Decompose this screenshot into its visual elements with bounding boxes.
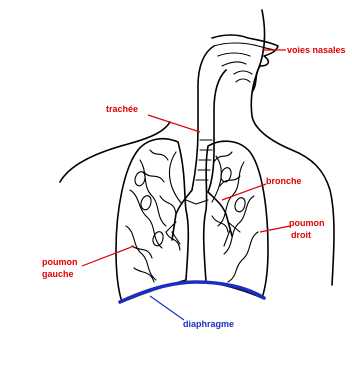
leader-poumon-droit bbox=[260, 226, 290, 232]
label-poumon-gauche-line2: gauche bbox=[42, 269, 74, 279]
leader-bronche bbox=[222, 184, 266, 200]
label-voies-nasales: voies nasales bbox=[287, 45, 346, 55]
label-poumon-droit-line1: poumon bbox=[289, 218, 325, 228]
leader-diaphragme bbox=[150, 296, 184, 320]
label-diaphragme: diaphragme bbox=[183, 319, 234, 329]
labels: voies nasales trachée bronche poumon dro… bbox=[42, 45, 346, 329]
label-poumon-gauche-line1: poumon bbox=[42, 257, 78, 267]
leader-poumon-gauche bbox=[82, 246, 134, 266]
diaphragm bbox=[120, 282, 264, 302]
leader-trachee bbox=[148, 115, 200, 132]
label-trachee: trachée bbox=[106, 104, 138, 114]
label-poumon-droit-line2: droit bbox=[291, 230, 311, 240]
label-bronche: bronche bbox=[266, 176, 302, 186]
left-lung bbox=[116, 139, 188, 302]
nasal-cavity bbox=[214, 43, 276, 82]
